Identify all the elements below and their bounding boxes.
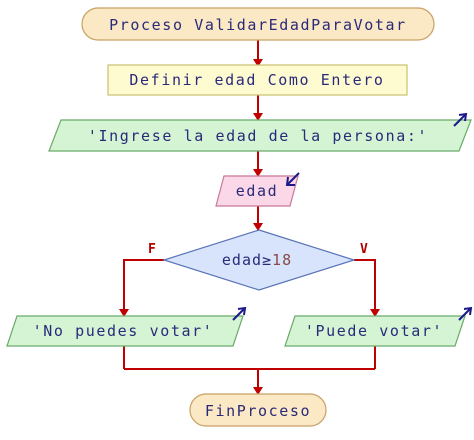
edad-input-shape [215, 175, 299, 207]
end-terminal: FinProceso [189, 393, 327, 427]
age-decision-shape [162, 229, 356, 291]
arrowhead-prompt [253, 113, 263, 121]
arrowhead-input [253, 169, 263, 177]
arrowhead-output-false [119, 309, 129, 317]
true-branch-label: V [360, 242, 368, 257]
decision-value: 18 [272, 251, 292, 269]
output-false-shape [6, 315, 244, 347]
start-terminal: Proceso ValidarEdadParaVotar [81, 7, 435, 41]
age-decision: edad≥18 F V [148, 229, 368, 291]
output-true: 'Puede votar' [284, 306, 473, 347]
define-process-label: Definir edad Como Entero [129, 71, 384, 89]
output-false: 'No puedes votar' [6, 306, 247, 347]
edad-input-label: edad [236, 182, 279, 200]
end-terminal-shape [189, 393, 327, 427]
output-arrow-icon [453, 112, 468, 127]
output-true-arrow-icon [458, 306, 473, 321]
end-terminal-label: FinProceso [205, 402, 311, 420]
output-false-arrow-icon [232, 306, 247, 321]
start-terminal-shape [81, 7, 435, 41]
decision-operator: ≥ [262, 251, 272, 269]
arrowhead-end [253, 387, 263, 395]
false-branch-label: F [148, 242, 156, 257]
prompt-output-label: 'Ingrese la edad de la persona:' [88, 127, 428, 145]
start-terminal-label: Proceso ValidarEdadParaVotar [109, 16, 407, 34]
output-true-label: 'Puede votar' [305, 322, 443, 340]
edad-input: edad [215, 172, 300, 207]
output-false-label: 'No puedes votar' [33, 322, 214, 340]
prompt-output: 'Ingrese la edad de la persona:' [48, 112, 472, 152]
input-arrow-icon [285, 172, 300, 186]
prompt-output-shape [48, 119, 472, 152]
arrowhead-output-true [370, 309, 380, 317]
decision-variable: edad [222, 251, 262, 269]
arrowheads [119, 59, 380, 395]
define-process: Definir edad Como Entero [107, 64, 408, 96]
output-true-shape [284, 315, 466, 347]
arrowhead-define [253, 59, 263, 67]
arrowhead-decision [253, 223, 263, 231]
age-decision-label: edad≥18 [222, 251, 292, 269]
connectors [123, 40, 376, 389]
connector-decision-false-branch [123, 259, 164, 312]
connector-decision-true-branch [354, 259, 376, 312]
define-process-shape [107, 64, 408, 96]
